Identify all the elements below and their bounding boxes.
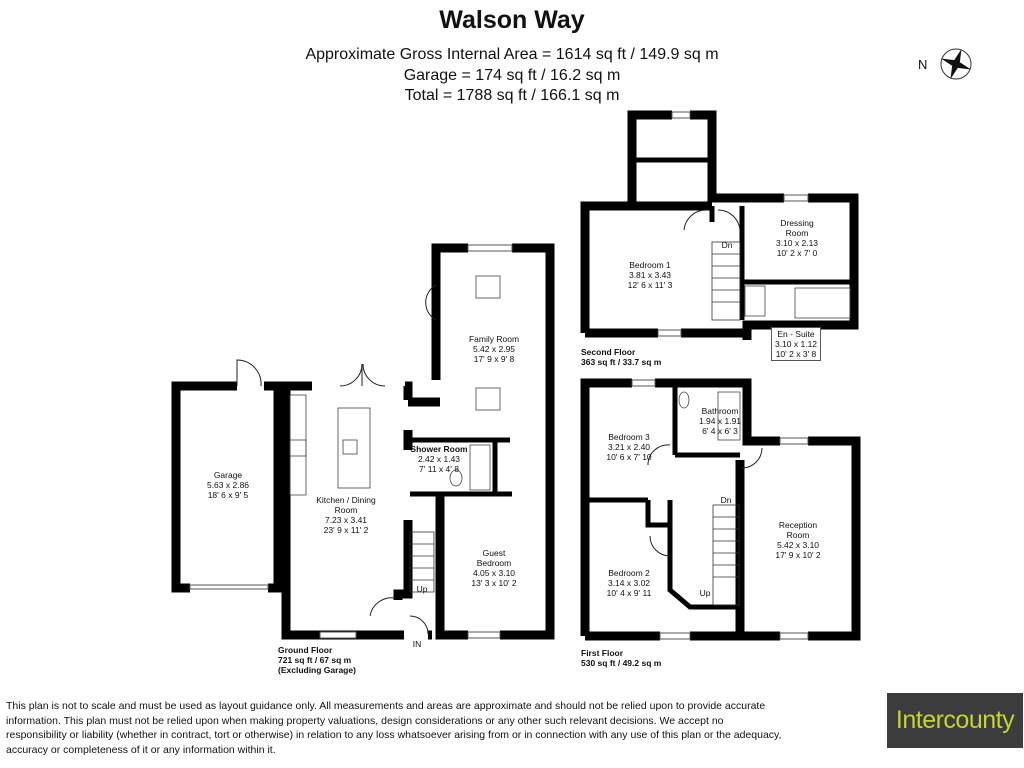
logo-text: Intercounty [895, 706, 1015, 734]
room-label-dressing-room: Dressing Room 3.10 x 2.13 10' 2 x 7' 0 [775, 218, 819, 258]
ground-floor-caption: Ground Floor 721 sq ft / 67 sq m (Exclud… [278, 645, 356, 675]
intercounty-logo: Intercounty [887, 693, 1023, 748]
guest-bedroom-walls [428, 494, 512, 640]
stairs-up-label: Up [416, 584, 428, 594]
stairs-down-label-first: Dn [720, 495, 732, 505]
garage-walls [171, 381, 283, 593]
family-room-walls [408, 243, 555, 640]
room-label-kitchen-dining: Kitchen / Dining Room 7.23 x 3.41 23' 9 … [316, 495, 376, 535]
room-label-garage: Garage 5.63 x 2.86 18' 6 x 9' 5 [206, 470, 250, 500]
room-label-reception-room: Reception Room 5.42 x 3.10 17' 9 x 10' 2 [775, 520, 821, 560]
gross-area: Approximate Gross Internal Area = 1614 s… [305, 46, 719, 63]
room-label-family-room: Family Room 5.42 x 2.95 17' 9 x 9' 8 [468, 334, 520, 364]
second-floor-inner-walls [632, 157, 854, 320]
total-area: Total = 1788 sq ft / 166.1 sq m [404, 87, 620, 104]
compass-rose-icon [940, 48, 972, 80]
second-floor-walls [580, 110, 859, 340]
room-label-en-suite: En - Suite 3.10 x 1.12 10' 2 x 3' 8 [770, 327, 822, 361]
second-floor-caption: Second Floor 363 sq ft / 33.7 sq m [581, 347, 662, 367]
shower-room-walls [410, 437, 512, 497]
room-label-bedroom-2: Bedroom 2 3.14 x 3.02 10' 4 x 9' 11 [606, 568, 652, 598]
room-label-shower-room: Shower Room 2.42 x 1.43 7' 11 x 4' 8 [410, 444, 468, 474]
stairs-down-label-second: Dn [721, 240, 733, 250]
north-label: N [918, 57, 928, 72]
floor-plan-drawing [171, 110, 861, 641]
plan-title: Walson Way [439, 6, 585, 34]
disclaimer-text: This plan is not to scale and must be us… [6, 700, 782, 756]
first-floor-walls [580, 378, 861, 641]
garage-area: Garage = 174 sq ft / 16.2 sq m [403, 67, 621, 84]
entrance-label: IN [412, 639, 422, 649]
stairs-up-label-first: Up [699, 588, 711, 598]
fixtures [289, 275, 851, 496]
room-label-bathroom: Bathroom 1.94 x 1.91 6' 4 x 6' 3 [698, 406, 742, 436]
room-label-bedroom-1: Bedroom 1 3.81 x 3.43 12' 6 x 11' 3 [627, 260, 673, 290]
room-label-guest-bedroom: Guest Bedroom 4.05 x 3.10 13' 3 x 10' 2 [471, 548, 517, 588]
room-label-bedroom-3: Bedroom 3 3.21 x 2.40 10' 6 x 7' 10 [606, 432, 652, 462]
compass: N [918, 42, 978, 82]
first-floor-inner-walls [587, 383, 740, 610]
first-floor-caption: First Floor 530 sq ft / 49.2 sq m [581, 648, 662, 668]
stairs [409, 241, 741, 606]
